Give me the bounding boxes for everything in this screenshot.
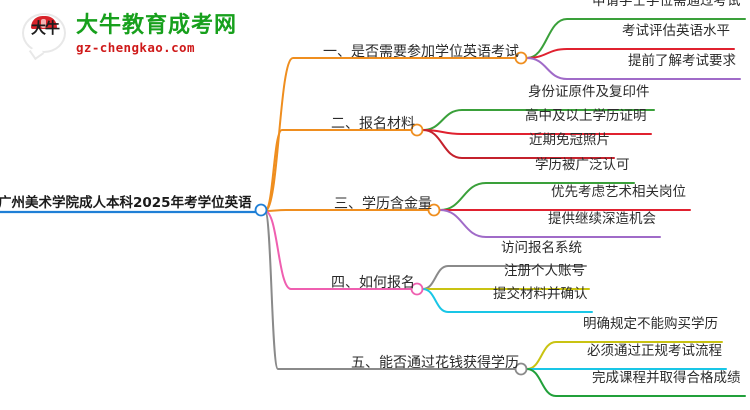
- branch-label-3[interactable]: 三、学历含金量: [334, 196, 432, 212]
- leaf-label-1-1[interactable]: 申请学士学位需通过考试: [592, 0, 741, 9]
- leaf-label-5-1[interactable]: 明确规定不能购买学历: [583, 316, 718, 332]
- leaf-label-3-1[interactable]: 学历被广泛认可: [535, 157, 630, 173]
- root-node-label[interactable]: 广州美术学院成人本科2025年考学位英语: [0, 195, 252, 211]
- leaf-label-4-1[interactable]: 访问报名系统: [501, 240, 582, 256]
- leaf-label-3-2[interactable]: 优先考虑艺术相关岗位: [551, 184, 686, 200]
- branch-label-5[interactable]: 五、能否通过花钱获得学历: [351, 355, 519, 371]
- site-logo[interactable]: 大牛 大牛教育成考网 gz-chengkao.com: [22, 11, 272, 63]
- logo-bubble-icon: 大牛: [22, 13, 68, 61]
- leaf-label-4-3[interactable]: 提交材料并确认: [493, 286, 588, 302]
- logo-domain: gz-chengkao.com: [76, 40, 195, 55]
- branch-label-4[interactable]: 四、如何报名: [331, 275, 415, 291]
- leaf-label-4-2[interactable]: 注册个人账号: [504, 263, 585, 279]
- branch-label-1[interactable]: 一、是否需要参加学位英语考试: [323, 44, 519, 60]
- leaf-label-2-1[interactable]: 身份证原件及复印件: [528, 84, 650, 100]
- leaf-label-2-2[interactable]: 高中及以上学历证明: [525, 108, 647, 124]
- leaf-label-1-3[interactable]: 提前了解考试要求: [628, 53, 736, 69]
- branch-label-2[interactable]: 二、报名材料: [331, 116, 415, 132]
- logo-wordmark: 大牛教育成考网 gz-chengkao.com: [76, 14, 237, 56]
- leaf-label-1-2[interactable]: 考试评估英语水平: [622, 23, 730, 39]
- leaf-label-5-2[interactable]: 必须通过正规考试流程: [587, 343, 722, 359]
- leaf-label-5-3[interactable]: 完成课程并取得合格成绩: [592, 370, 741, 386]
- logo-mark-text: 大牛: [30, 19, 60, 37]
- leaf-label-3-3[interactable]: 提供继续深造机会: [548, 211, 656, 227]
- leaf-label-2-3[interactable]: 近期免冠照片: [529, 132, 610, 148]
- logo-site-name: 大牛教育成考网: [76, 13, 238, 38]
